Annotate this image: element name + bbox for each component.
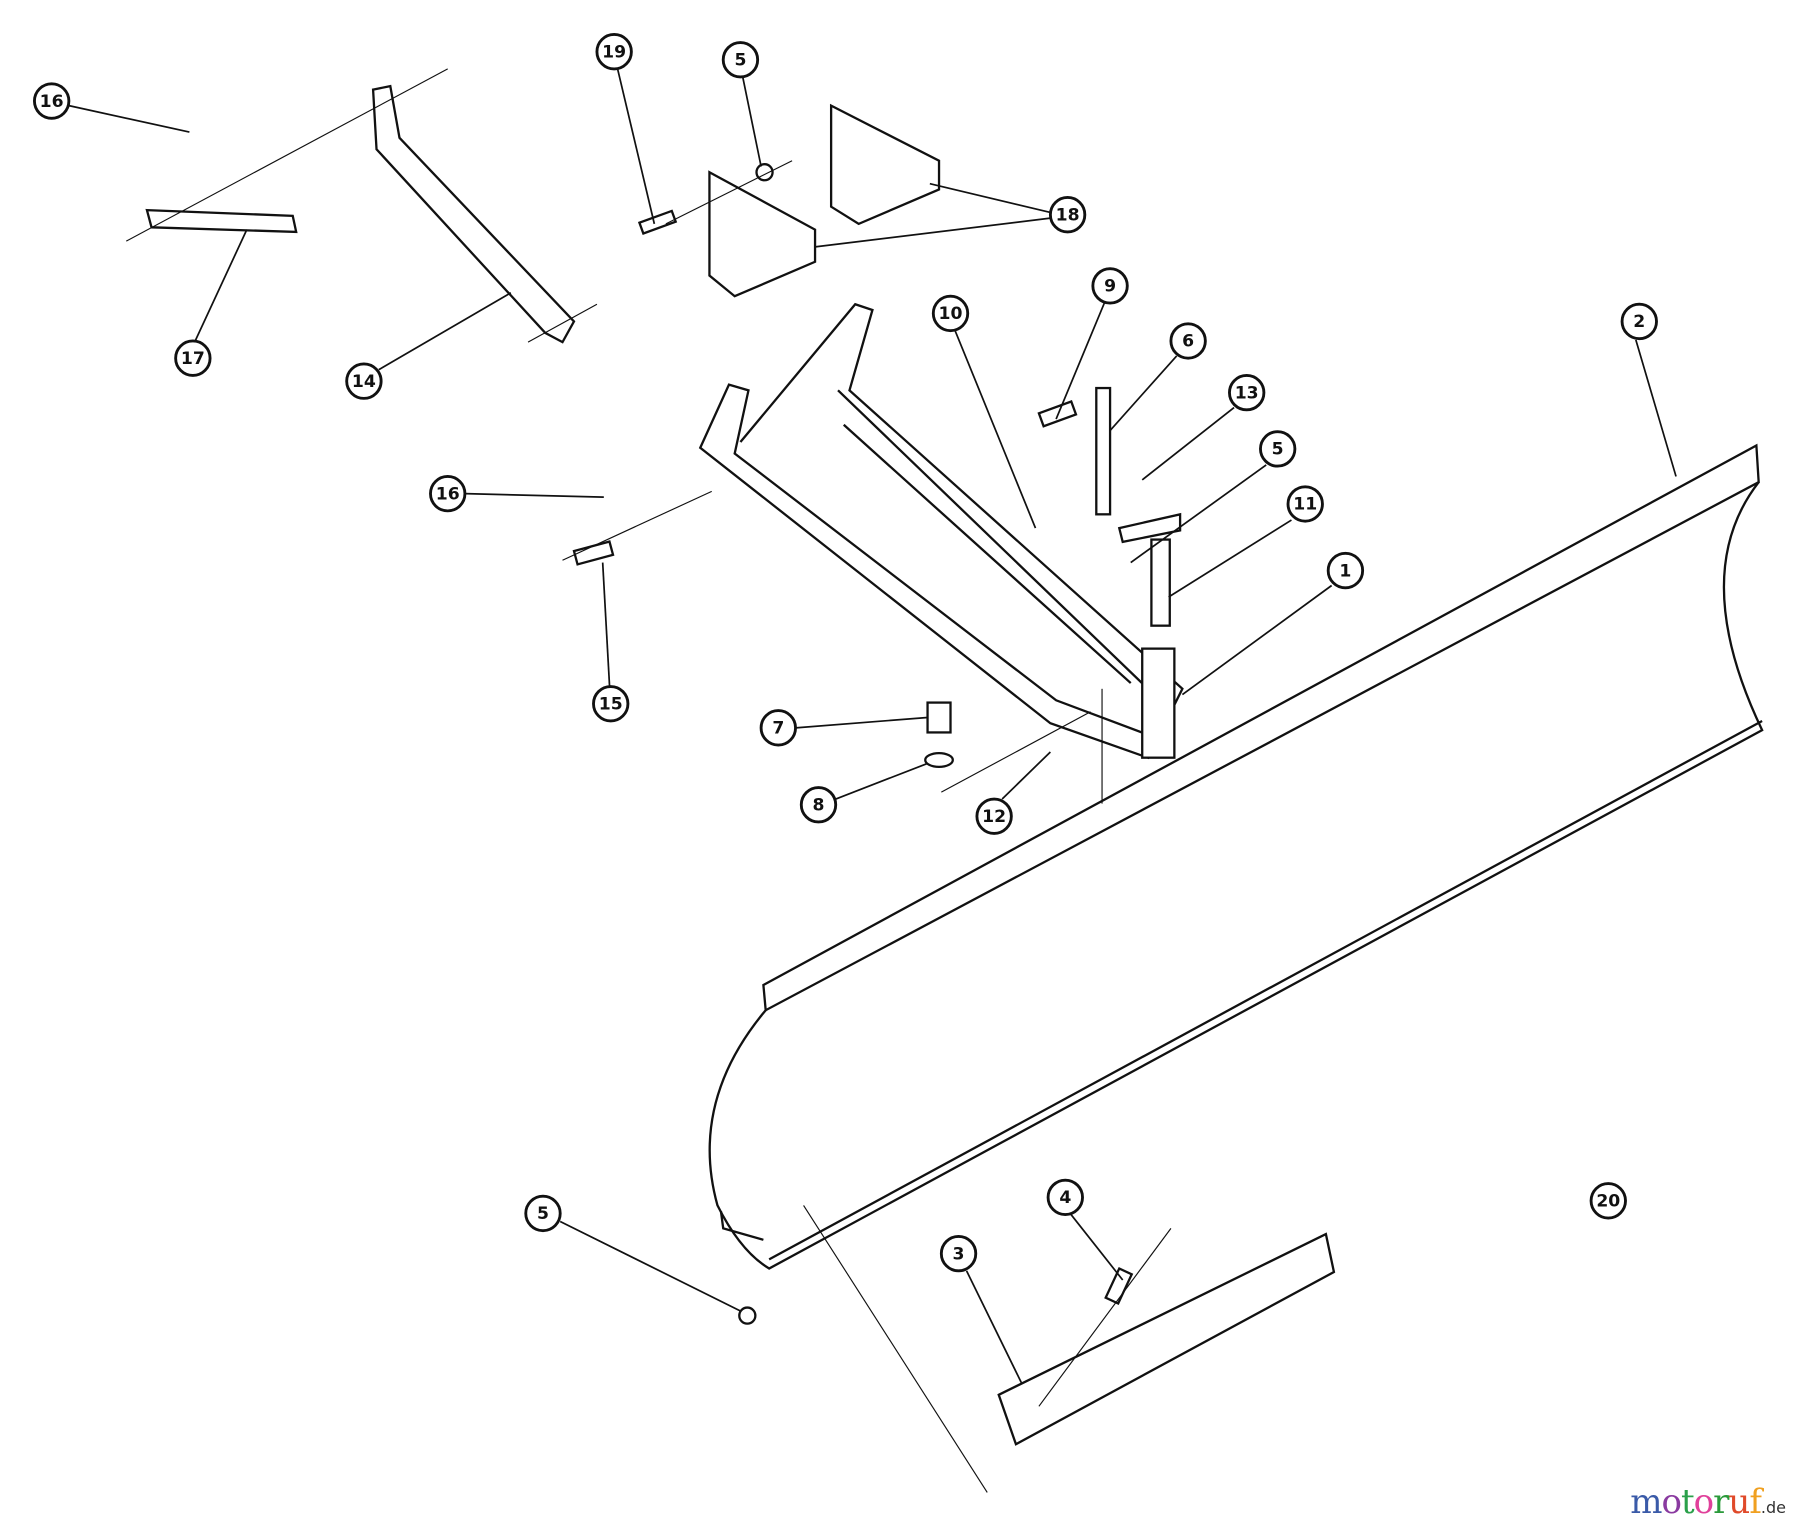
leader-lines bbox=[68, 68, 1677, 1384]
callout-10: 10 bbox=[931, 294, 970, 333]
svg-text:3: 3 bbox=[953, 1244, 965, 1264]
callout-12: 12 bbox=[975, 797, 1013, 835]
svg-text:2: 2 bbox=[1633, 312, 1645, 332]
bracket-part-rear bbox=[829, 103, 941, 226]
svg-text:13: 13 bbox=[1235, 383, 1259, 403]
svg-text:12: 12 bbox=[982, 807, 1006, 827]
watermark-text: motoruf bbox=[1630, 1482, 1762, 1522]
svg-text:5: 5 bbox=[734, 50, 746, 70]
callout-5: 5 bbox=[721, 41, 760, 79]
cutting-edge-part bbox=[997, 1232, 1336, 1446]
svg-text:15: 15 bbox=[599, 694, 623, 714]
svg-text:16: 16 bbox=[436, 484, 460, 504]
a-frame-part bbox=[698, 302, 1184, 760]
svg-text:16: 16 bbox=[40, 92, 64, 112]
svg-text:18: 18 bbox=[1056, 205, 1080, 225]
callout-7: 7 bbox=[759, 709, 797, 747]
callout-2: 2 bbox=[1620, 302, 1658, 341]
svg-text:1: 1 bbox=[1339, 561, 1351, 581]
callout-11: 11 bbox=[1286, 485, 1324, 523]
svg-text:6: 6 bbox=[1182, 332, 1194, 352]
svg-text:19: 19 bbox=[602, 42, 626, 62]
callout-20: 20 bbox=[1589, 1182, 1627, 1220]
svg-text:9: 9 bbox=[1104, 277, 1116, 297]
bracket-part-front bbox=[708, 170, 817, 298]
link-arm-part bbox=[371, 84, 576, 344]
callout-1: 1 bbox=[1326, 551, 1365, 590]
callout-18: 18 bbox=[1048, 196, 1087, 234]
watermark-suffix: .de bbox=[1760, 1498, 1786, 1517]
svg-text:14: 14 bbox=[352, 372, 376, 392]
svg-text:11: 11 bbox=[1293, 495, 1317, 515]
svg-text:7: 7 bbox=[772, 719, 784, 739]
callout-5: 5 bbox=[1259, 430, 1297, 468]
svg-text:17: 17 bbox=[181, 349, 205, 369]
svg-text:10: 10 bbox=[939, 304, 963, 324]
svg-text:5: 5 bbox=[1272, 440, 1284, 460]
callout-5: 5 bbox=[524, 1194, 562, 1233]
callout-15: 15 bbox=[592, 685, 630, 723]
callout-13: 13 bbox=[1228, 373, 1266, 412]
callout-16: 16 bbox=[429, 475, 467, 513]
watermark-logo: motoruf.de bbox=[1630, 1482, 1786, 1522]
callout-14: 14 bbox=[345, 362, 383, 400]
callout-8: 8 bbox=[799, 786, 838, 824]
callout-19: 19 bbox=[595, 33, 633, 71]
callout-6: 6 bbox=[1169, 322, 1207, 360]
svg-text:20: 20 bbox=[1596, 1192, 1620, 1212]
svg-text:8: 8 bbox=[813, 795, 825, 815]
callout-16: 16 bbox=[33, 82, 71, 120]
callout-3: 3 bbox=[939, 1234, 978, 1273]
callout-9: 9 bbox=[1091, 267, 1129, 305]
svg-text:5: 5 bbox=[537, 1204, 549, 1224]
svg-text:4: 4 bbox=[1059, 1188, 1071, 1208]
callout-17: 17 bbox=[174, 339, 212, 377]
blade-part bbox=[708, 443, 1764, 1270]
pin-bar-part bbox=[145, 208, 298, 234]
callout-4: 4 bbox=[1046, 1178, 1084, 1217]
